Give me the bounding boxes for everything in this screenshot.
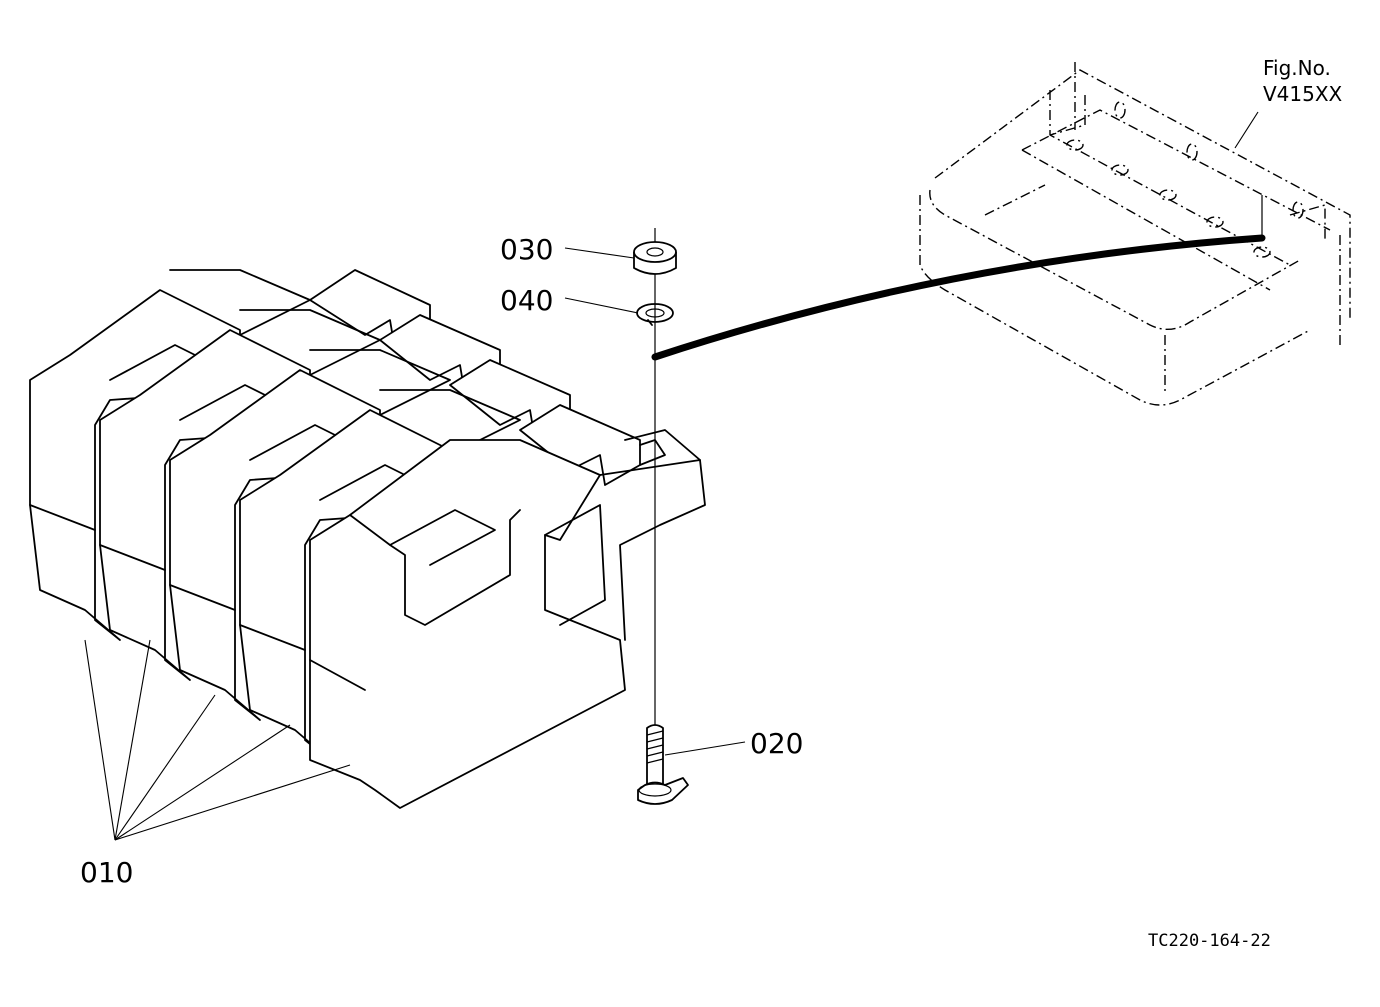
figure-ref-label: Fig.No. — [1263, 56, 1331, 80]
callout-020: 020 — [750, 727, 803, 760]
drawing-code: TC220-164-22 — [1148, 931, 1271, 951]
assembly-lines — [651, 195, 1266, 780]
mounting-leader-thick — [651, 234, 1266, 361]
nut — [633, 241, 677, 275]
callout-030: 030 — [500, 233, 553, 266]
figure-ref-number: V415XX — [1263, 82, 1343, 106]
bolt — [637, 724, 689, 805]
weight-stack — [29, 269, 706, 809]
front-bracket — [919, 62, 1351, 406]
callout-040: 040 — [500, 284, 553, 317]
weight-plate-5 — [309, 429, 706, 809]
leader-lines — [84, 111, 1259, 841]
callout-010: 010 — [80, 856, 133, 889]
